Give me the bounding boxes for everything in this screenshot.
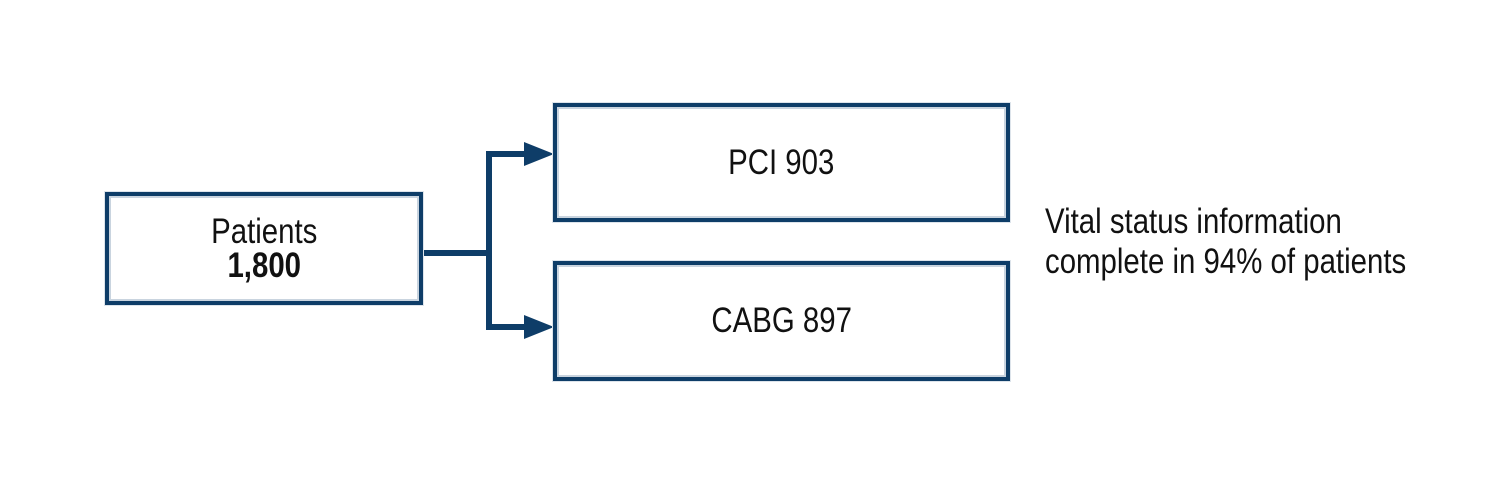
node-pci-label: PCI 903 bbox=[728, 142, 835, 182]
arrowhead-icon bbox=[524, 142, 554, 166]
node-patients-box: Patients 1,800 bbox=[105, 192, 423, 305]
node-cabg-box: CABG 897 bbox=[553, 261, 1010, 381]
annotation-line: Vital status information bbox=[1045, 202, 1342, 241]
node-patients-text: Patients 1,800 bbox=[210, 211, 318, 285]
node-patients-label: Patients bbox=[210, 211, 318, 251]
node-cabg-label: CABG 897 bbox=[711, 301, 852, 340]
node-patients-value: 1,800 bbox=[227, 245, 301, 285]
annotation-text: Vital status information complete in 94%… bbox=[1045, 202, 1406, 282]
arrowhead-icon bbox=[524, 315, 554, 339]
annotation-line: complete in 94% of patients bbox=[1045, 242, 1407, 281]
node-pci-box: PCI 903 bbox=[553, 103, 1010, 222]
